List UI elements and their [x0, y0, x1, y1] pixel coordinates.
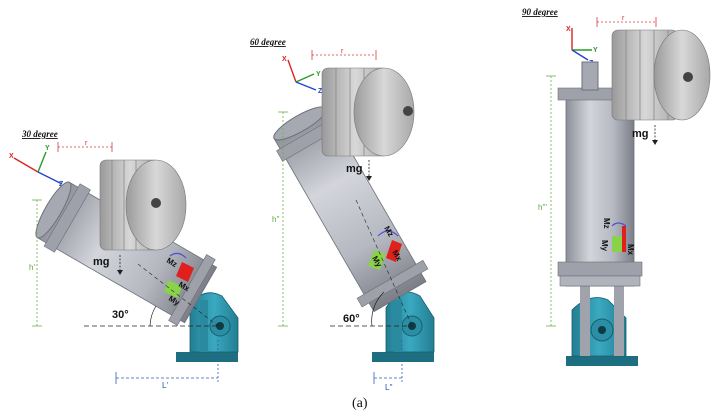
config-30-mg-label: mg	[93, 256, 110, 268]
config-90-r-label: r	[622, 15, 625, 22]
config-30-l-label: L'	[162, 381, 168, 390]
config-60-h-label: h''	[272, 215, 280, 224]
figure-caption: (a)	[352, 396, 368, 411]
config-90-my-label: My	[600, 240, 609, 252]
config-30-axis-y: Y	[45, 145, 50, 152]
config-60-l-label: L''	[385, 383, 393, 392]
config-90-axis-triad: X Y Z	[566, 26, 598, 67]
config-60-axis-x: X	[282, 56, 287, 63]
config-90-axis-x: X	[566, 26, 571, 33]
config-60-mg-label: mg	[346, 163, 363, 175]
config-90-mg-label: mg	[632, 128, 649, 140]
config-30-axis-z: Z	[59, 181, 64, 188]
config-90-weight-discs	[611, 29, 711, 121]
config-90-h-label: h'''	[538, 203, 548, 212]
config-60-r-label: r	[341, 48, 344, 55]
config-30-weight-discs	[99, 159, 187, 251]
config-60-angle-label: 60°	[343, 313, 360, 325]
config-30-angle-label: 30°	[112, 309, 129, 321]
config-30-axis-triad: X Y Z	[9, 145, 64, 188]
config-60-title: 60 degree	[250, 37, 286, 47]
config-30-h-label: h'	[29, 263, 35, 272]
config-30-r-label: r	[85, 140, 88, 147]
config-30-axis-x: X	[9, 153, 14, 160]
config-90-mx-label: Mx	[626, 244, 635, 256]
config-60-axis-triad: X Y Z	[282, 56, 323, 95]
config-30-title: 30 degree	[21, 129, 58, 139]
config-90-actuator	[557, 61, 643, 287]
config-90-moment-markers: Mz Mx My	[600, 218, 635, 256]
config-90-mz-label: Mz	[602, 218, 611, 229]
config-90-title: 90 degree	[522, 7, 558, 17]
config-60-axis-y: Y	[316, 71, 321, 78]
config-90-degree: 90 degree X Y Z r	[522, 7, 711, 366]
config-30-degree: 30 degree X Y Z r	[9, 129, 239, 390]
config-90-bracket	[566, 286, 638, 366]
config-60-degree: 60 degree X Y Z r	[250, 37, 435, 392]
config-60-weight-discs	[321, 67, 415, 157]
config-90-axis-y: Y	[593, 47, 598, 54]
config-60-axis-z: Z	[318, 88, 323, 95]
